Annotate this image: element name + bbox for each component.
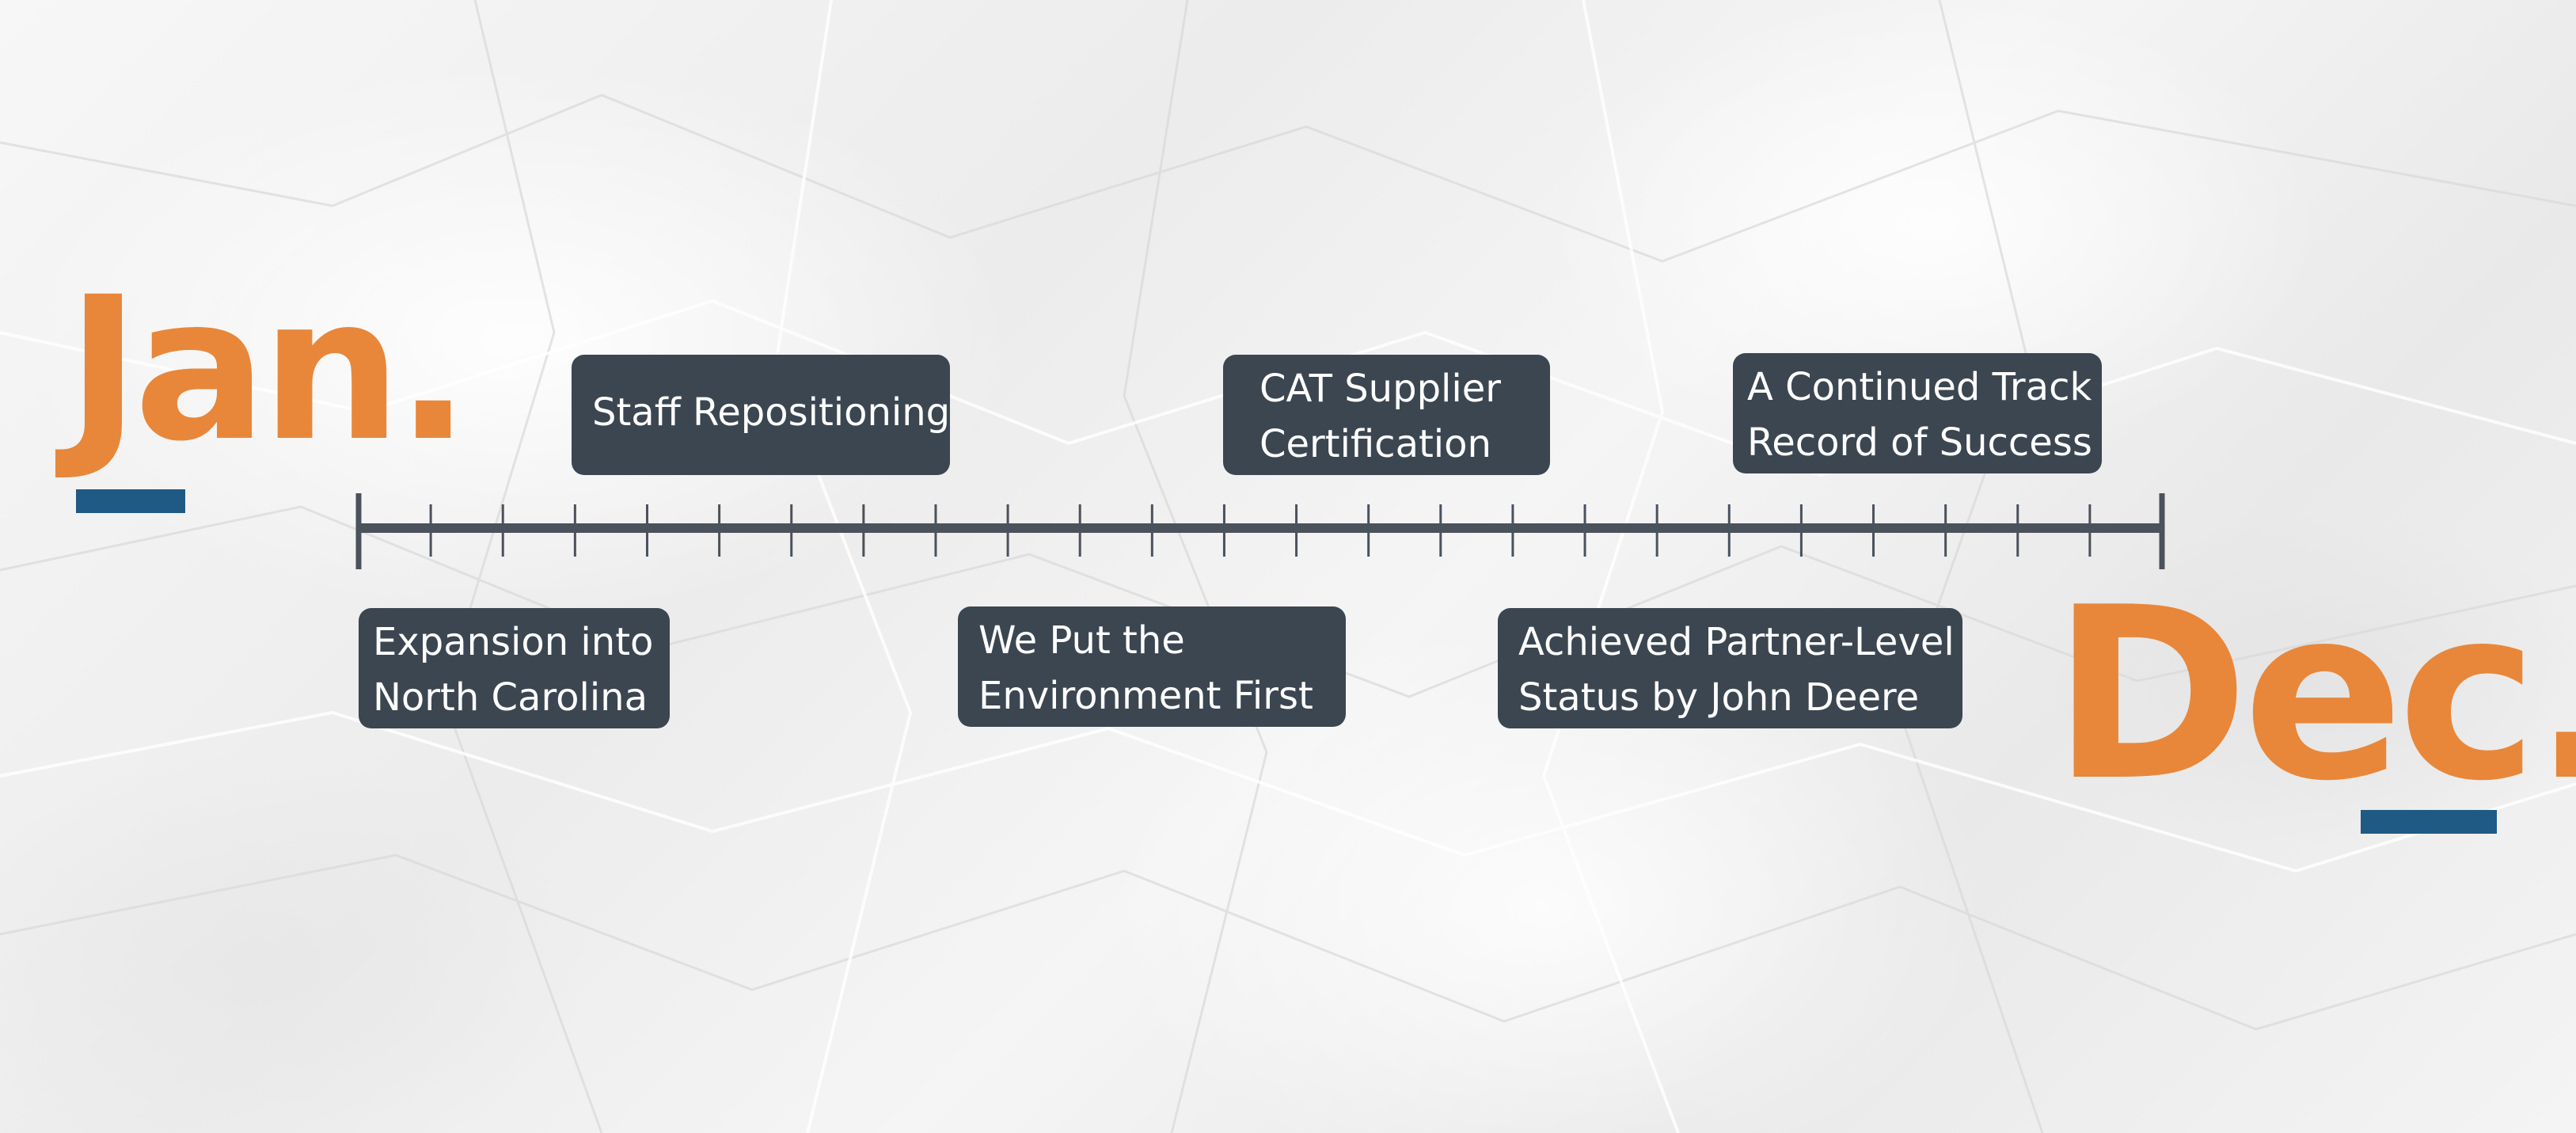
start-month-label: Jan. [66, 254, 471, 485]
event-cat-supplier-certification: CAT Supplier Certification [1223, 355, 1550, 475]
event-line: Expansion into [373, 620, 654, 664]
event-line: North Carolina [373, 675, 648, 720]
event-environment-first: We Put the Environment First [958, 606, 1346, 727]
event-line: CAT Supplier [1260, 367, 1501, 411]
event-partner-level-status: Achieved Partner-Level Status by John De… [1498, 608, 1962, 728]
event-staff-repositioning: Staff Repositioning [572, 355, 950, 475]
end-month-label: Dec. [2052, 557, 2576, 833]
event-line: Achieved Partner-Level [1518, 620, 1955, 664]
event-continued-track-record: A Continued Track Record of Success [1733, 353, 2102, 473]
start-month-underline [76, 489, 185, 513]
event-line: Certification [1260, 422, 1491, 466]
event-line: Staff Repositioning [592, 390, 951, 435]
event-line: A Continued Track [1747, 365, 2092, 409]
event-line: Environment First [978, 674, 1313, 718]
end-month-underline [2361, 810, 2497, 834]
event-line: Record of Success [1747, 420, 2092, 465]
event-line: Status by John Deere [1518, 675, 1920, 720]
event-line: We Put the [978, 618, 1185, 663]
event-expansion-north-carolina: Expansion into North Carolina [359, 608, 670, 728]
